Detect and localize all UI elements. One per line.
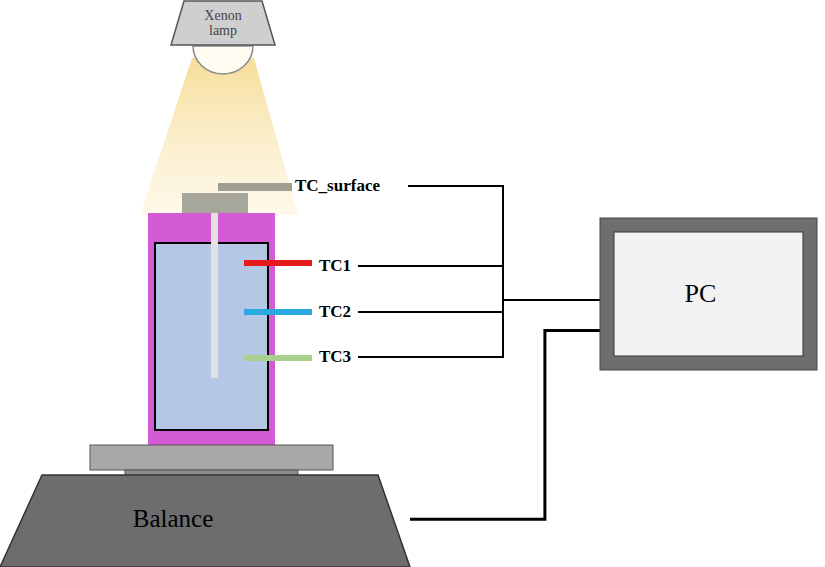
light-beam (140, 58, 298, 215)
thermocouple-1 (244, 260, 312, 266)
sample-rod (211, 213, 218, 378)
thermocouple-label: TC2 (316, 302, 354, 322)
data-cable (410, 330, 600, 519)
node-label: Xenon lamp (194, 8, 252, 39)
node-label: PC (685, 280, 717, 309)
balance-body (0, 475, 410, 567)
thermocouple-label: TC_surface (292, 176, 383, 196)
monitor-screen (614, 232, 803, 356)
node-label: Balance (133, 505, 214, 533)
insulation-jacket (148, 213, 275, 445)
signal-wire (358, 311, 504, 313)
signal-bus (502, 185, 504, 358)
thermocouple-label: TC1 (316, 256, 354, 276)
signal-wire (358, 265, 504, 267)
computer-box: PC (600, 218, 817, 370)
lamp-housing: Xenon lamp (170, 0, 276, 46)
signal-wire (503, 299, 601, 301)
thermocouple-2 (244, 309, 312, 315)
signal-wire (408, 185, 504, 187)
sample-lid (182, 193, 248, 213)
signal-wire (358, 356, 504, 358)
balance-pan (90, 445, 333, 470)
thermocouple-3 (244, 355, 312, 361)
monitor-frame (600, 218, 817, 370)
lamp-shade (171, 1, 275, 45)
thermocouple-label: TC3 (316, 347, 354, 367)
surface-thermocouple (218, 183, 292, 191)
lamp-bulb (193, 46, 253, 74)
balance-base: Balance (0, 475, 410, 567)
